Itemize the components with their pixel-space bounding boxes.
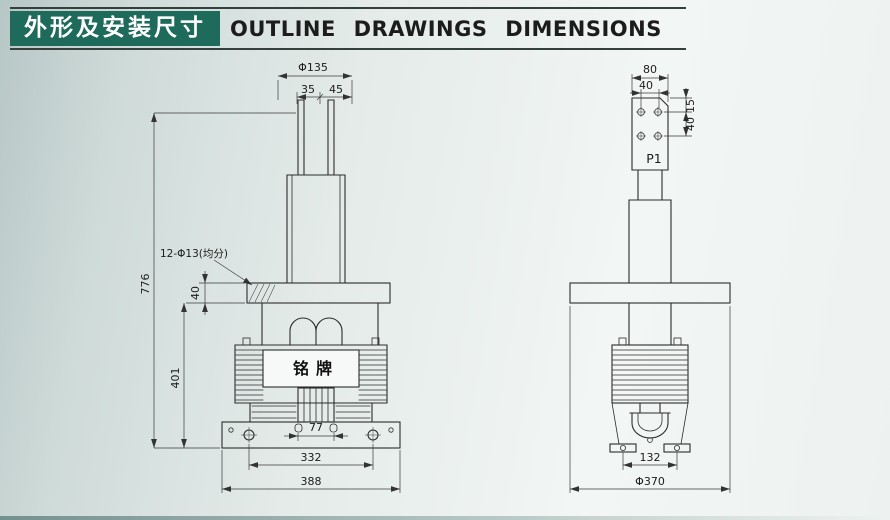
terminal-label: P1 bbox=[646, 151, 662, 166]
dim-foot-spacing: 132 bbox=[640, 451, 661, 464]
bolt-head bbox=[242, 337, 251, 346]
side-view-dimensions: 80 40 15 40 P1 132 Φ370 bbox=[569, 63, 731, 493]
header: 外形及安装尺寸 OUTLINE DRAWINGS DIMENSIONS bbox=[10, 7, 686, 50]
dim-lower-height: 401 bbox=[169, 368, 182, 389]
dim-offset-left: 35 bbox=[301, 83, 315, 96]
bolt-head bbox=[371, 337, 380, 346]
base-plate bbox=[221, 421, 401, 449]
dim-hole-top-offset: 15 bbox=[684, 99, 697, 113]
fin-stack bbox=[235, 349, 387, 401]
side-view: 80 40 15 40 P1 132 Φ370 bbox=[569, 63, 731, 493]
center-slot bbox=[294, 423, 303, 433]
bolt-head bbox=[673, 337, 682, 346]
fin-stack-lower bbox=[251, 405, 371, 419]
center-slot bbox=[329, 423, 338, 433]
front-view-dimensions: Φ135 35 45 12-Φ13(均分) 40 776 401 77 332 … bbox=[139, 61, 401, 493]
dim-hole-spacing-v: 40 bbox=[684, 117, 697, 131]
flange-section-hatch bbox=[248, 283, 276, 303]
front-view: 铭牌 Φ135 35 bbox=[139, 61, 401, 493]
cable-clamp bbox=[631, 412, 669, 439]
dim-flange-thickness: 40 bbox=[189, 286, 202, 300]
bolt-head bbox=[618, 337, 627, 346]
page-title: OUTLINE DRAWINGS DIMENSIONS bbox=[230, 16, 662, 41]
fin-stack bbox=[612, 349, 688, 401]
nameplate bbox=[262, 349, 360, 388]
dim-top-diameter: Φ135 bbox=[298, 61, 328, 74]
dim-total-height: 776 bbox=[139, 274, 152, 295]
nameplate-label: 铭牌 bbox=[293, 359, 339, 378]
terminal-dome bbox=[289, 317, 343, 346]
bottom-edge-shadow bbox=[0, 516, 890, 520]
front-view-outline bbox=[221, 99, 401, 449]
holes-leader-line bbox=[213, 259, 253, 286]
dim-flange-diameter: Φ370 bbox=[635, 475, 665, 488]
side-view-outline bbox=[569, 97, 731, 453]
terminal-plate bbox=[631, 97, 669, 171]
title-badge-cn: 外形及安装尺寸 bbox=[10, 11, 220, 46]
dim-base-width: 388 bbox=[301, 475, 322, 488]
dim-offset-right: 45 bbox=[329, 83, 343, 96]
dim-bolt-spacing: 332 bbox=[301, 451, 322, 464]
dim-terminal-width: 80 bbox=[643, 63, 657, 76]
dim-slot-spacing: 77 bbox=[309, 421, 323, 434]
dim-hole-offset-h: 40 bbox=[639, 79, 653, 92]
dim-mounting-holes: 12-Φ13(均分) bbox=[160, 248, 228, 260]
